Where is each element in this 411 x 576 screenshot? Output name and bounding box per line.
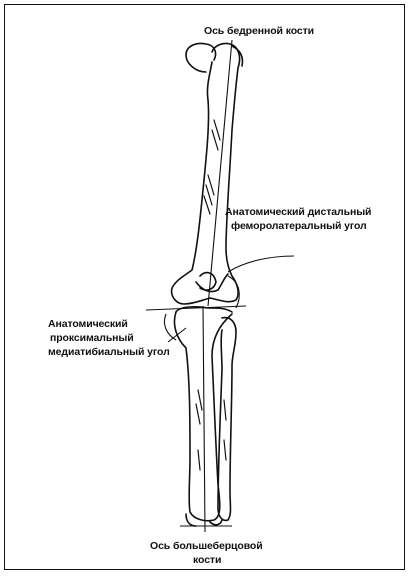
greater-trochanter [232,46,243,66]
femur-outline [172,43,240,304]
tibia-axis-label-line2: кости [193,554,221,566]
patella [200,273,216,290]
distal-femorolateral-angle-label-line1: Анатомический дистальный [225,206,371,218]
proximal-mediotibial-angle-label-line1: Анатомический [48,318,128,330]
distal-angle-leader [228,256,294,272]
proximal-angle-leader [168,328,186,342]
distal-femorolateral-angle-label-line2: феморолатеральный угол [231,220,367,232]
fibula-outline [218,318,236,521]
tibia-axis-label-line1: Ось большеберцовой [150,540,263,552]
femur-axis-label: Ось бедренной кости [204,25,314,37]
proximal-mediotibial-angle-label-line2: проксимальный [50,332,134,344]
tibia-axis-line [203,306,205,532]
proximal-mediotibial-angle-label-line3: медиатибиальный угол [48,346,170,358]
